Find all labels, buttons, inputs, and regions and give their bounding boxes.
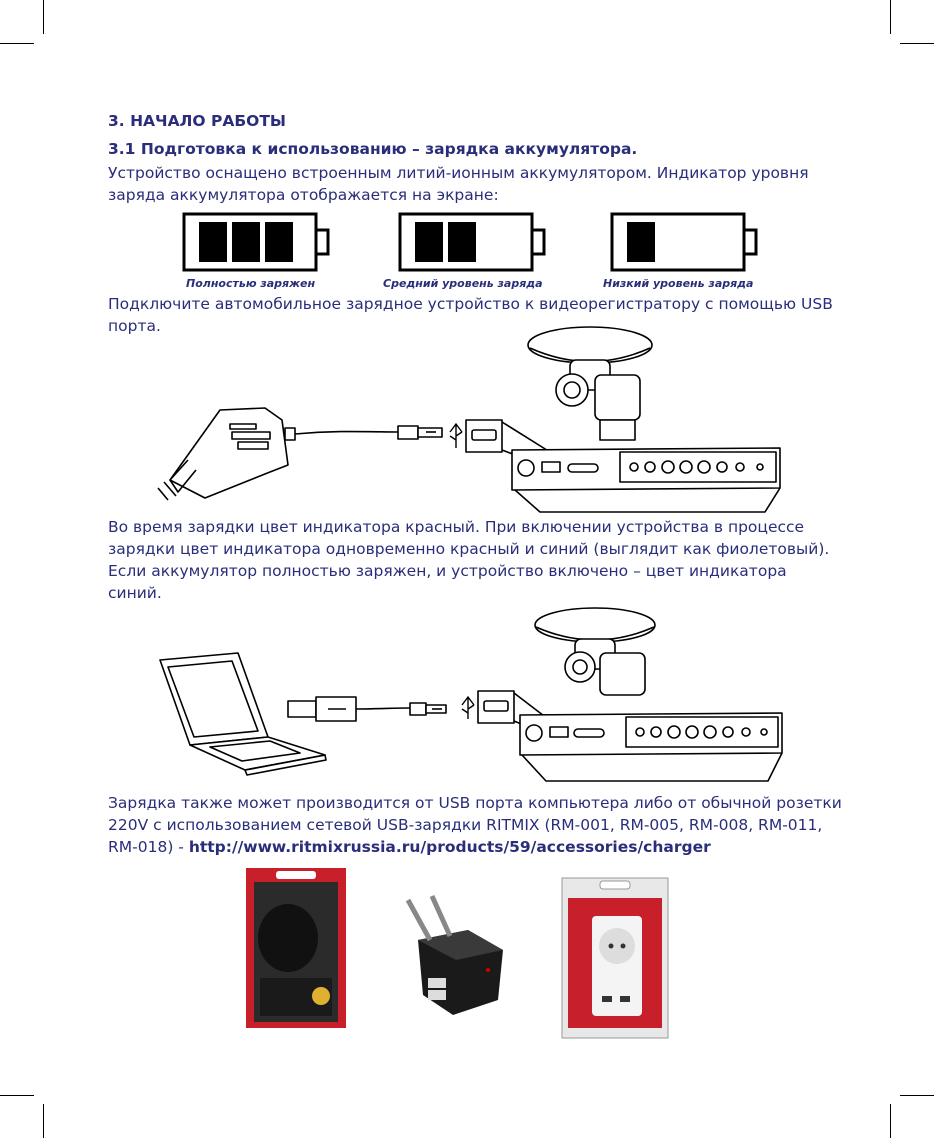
socket-charger-package-photo: [561, 877, 669, 1039]
laptop-charging-illustration: [159, 607, 783, 782]
crop-mark: [0, 1095, 34, 1096]
crop-mark: [890, 1104, 891, 1138]
battery-caption-medium: Средний уровень заряда: [383, 277, 543, 290]
usb-charging-paragraph: Зарядка также может производится от USB …: [108, 792, 848, 858]
car-charger-illustration: [157, 326, 781, 513]
crop-mark: [900, 43, 934, 44]
indicator-paragraph: Во время зарядки цвет индикатора красный…: [108, 518, 830, 602]
crop-mark: [890, 0, 891, 34]
battery-bar: [199, 222, 227, 262]
battery-bar: [627, 222, 655, 262]
charger-link[interactable]: http://www.ritmixrussia.ru/products/59/a…: [188, 838, 711, 856]
battery-caption-low: Низкий уровень заряда: [603, 277, 754, 290]
usb-charging-text: Зарядка также может производится от USB …: [108, 794, 842, 856]
usb-icon: [461, 695, 475, 719]
battery-bar: [448, 222, 476, 262]
crop-mark: [43, 0, 44, 34]
battery-full-icon: [182, 212, 330, 272]
battery-bar: [232, 222, 260, 262]
battery-caption-full: Полностью заряжен: [186, 277, 316, 290]
subsection-title: 3.1 Подготовка к использованию – зарядка…: [108, 140, 638, 158]
usb-icon: [449, 422, 463, 448]
intro-paragraph: Устройство оснащено встроенным литий-ион…: [108, 164, 809, 204]
battery-bar: [415, 222, 443, 262]
section-title: 3. НАЧАЛО РАБОТЫ: [108, 112, 286, 130]
crop-mark: [0, 43, 34, 44]
car-charger-paragraph: Подключите автомобильное зарядное устрой…: [108, 295, 833, 335]
battery-medium-icon: [398, 212, 546, 272]
charger-adapter-photo: [405, 894, 503, 1015]
crop-mark: [43, 1104, 44, 1138]
battery-low-icon: [610, 212, 758, 272]
crop-mark: [900, 1095, 934, 1096]
battery-bar: [265, 222, 293, 262]
charger-package-photo: [246, 868, 346, 1028]
